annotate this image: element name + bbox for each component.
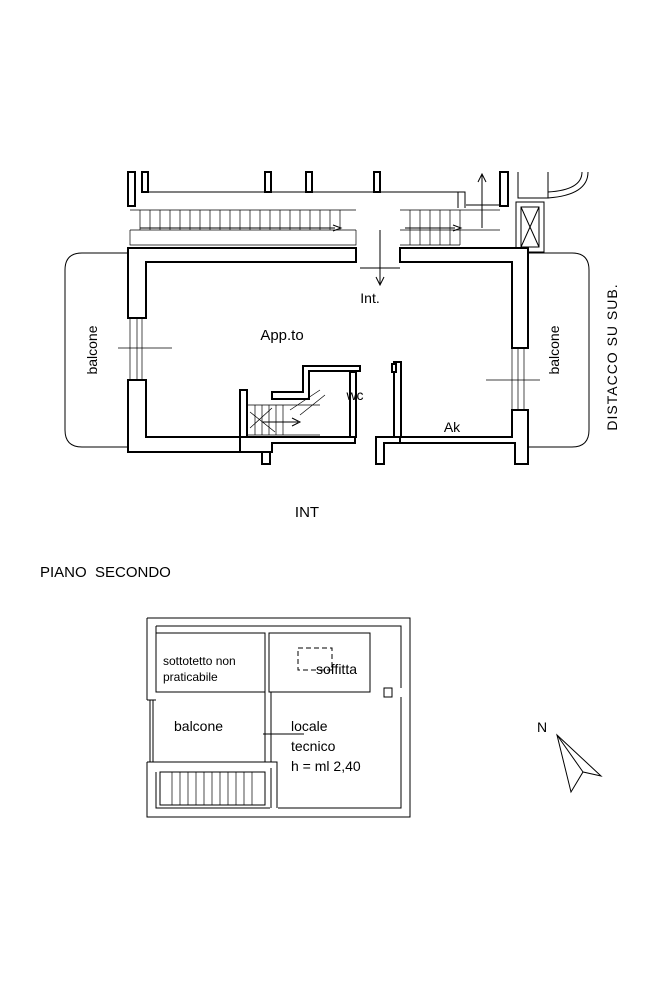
upper-floor-plan: balcone balcone Int. App.to wc Ak INT DI… [64, 171, 620, 521]
elevator-shaft [515, 201, 545, 253]
balcony-right [528, 252, 590, 448]
sottotetto-label-line2: praticabile [163, 670, 218, 684]
north-label: N [537, 719, 547, 735]
internal-stair [248, 389, 326, 436]
windows [118, 318, 540, 410]
balcone-left-label: balcone [84, 325, 100, 374]
floor-title: PIANO SECONDO [40, 564, 171, 581]
ak-label: Ak [444, 419, 461, 435]
lower-floor-plan: sottotetto non praticabile soffitta balc… [146, 617, 411, 818]
int-room-label: Int. [360, 290, 379, 306]
wc-label: wc [345, 387, 363, 403]
top-wall-stubs [127, 171, 589, 208]
int-below-label: INT [295, 504, 319, 521]
soffitta-room [268, 632, 371, 693]
locale-label: locale [291, 718, 328, 734]
sottotetto-room [155, 632, 266, 693]
height-label: h = ml 2,40 [291, 758, 361, 774]
interior-walls [239, 361, 402, 438]
tecnico-label: tecnico [291, 738, 336, 754]
north-arrow: N [537, 719, 603, 794]
balcone-right-label: balcone [546, 325, 562, 374]
balcony-left [64, 252, 128, 448]
sottotetto-label-line1: sottotetto non [163, 654, 236, 668]
stair-right [400, 172, 500, 246]
entrance-arrows [360, 230, 400, 287]
exterior-walls [127, 247, 529, 465]
stair-left [129, 209, 357, 246]
hatch-outline [297, 647, 333, 671]
lower-stair [159, 771, 266, 806]
soffitta-label: soffitta [316, 661, 357, 677]
balcone-label: balcone [174, 718, 223, 734]
appto-label: App.to [260, 327, 303, 344]
distacco-label: DISTACCO SU SUB. [604, 283, 620, 430]
